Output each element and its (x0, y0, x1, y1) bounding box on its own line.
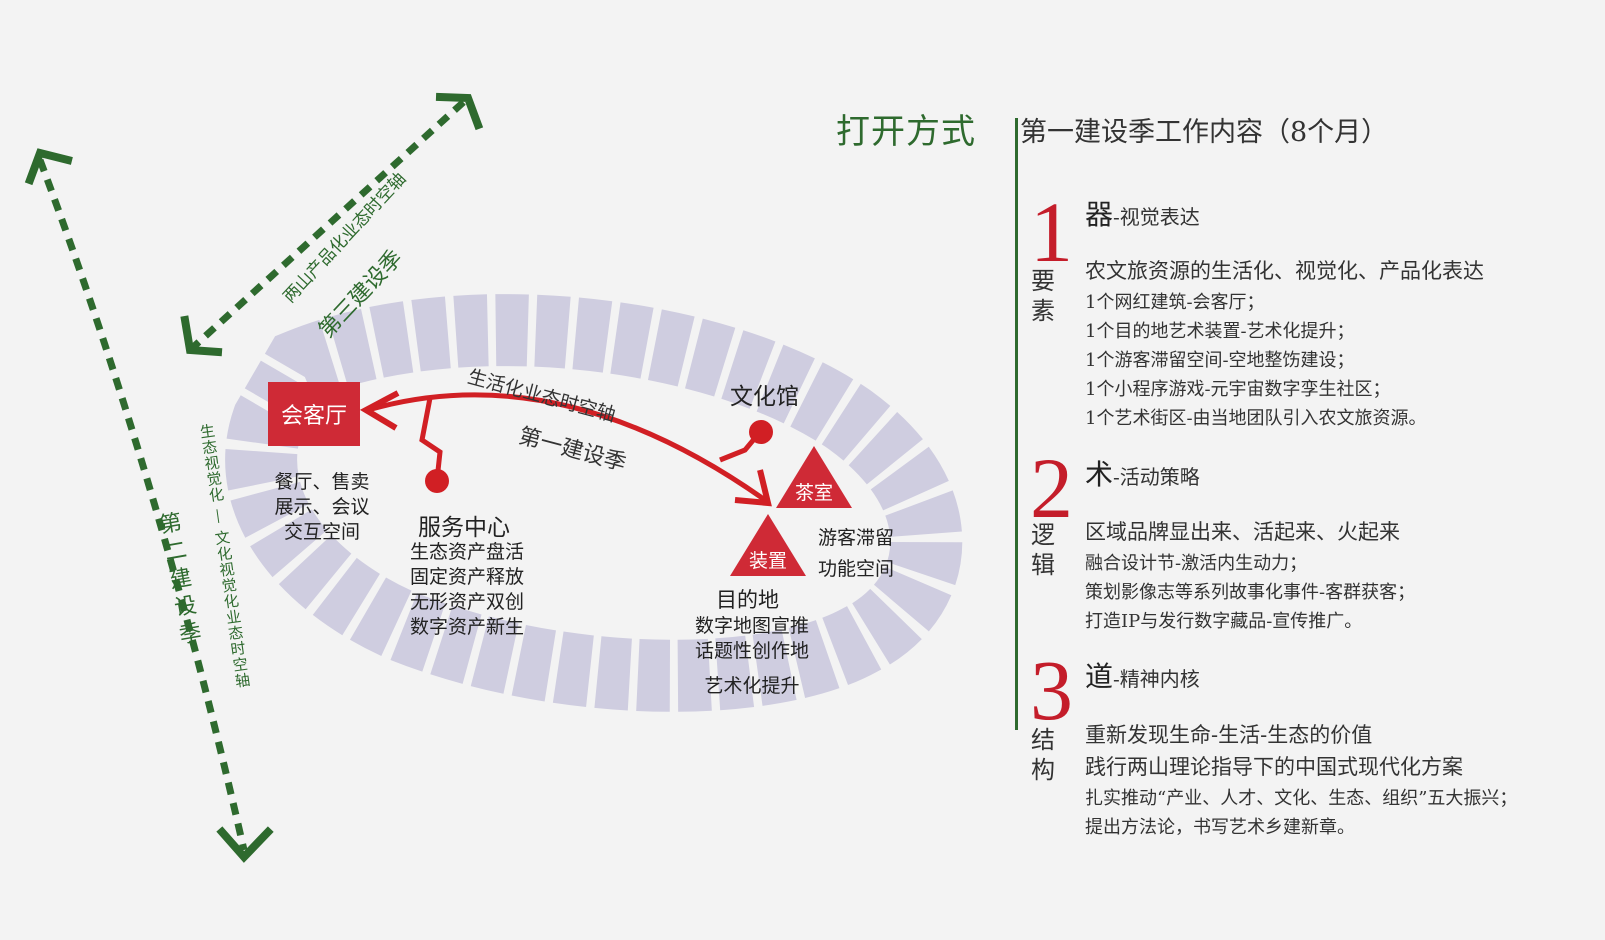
section-lines: 区域品牌显出来、活起来、火起来 融合设计节-激活内生动力； 策划影像志等系列故事… (1085, 517, 1415, 636)
tea-room-line: 功能空间 (818, 558, 895, 580)
tea-room-line: 游客滞留 (818, 527, 895, 549)
reception-line: 展示、会议 (274, 496, 370, 518)
section-lead: 区域品牌显出来、活起来、火起来 (1085, 520, 1400, 544)
reception-hall-label: 会客厅 (280, 404, 347, 429)
section-item: 策划影像志等系列故事化事件-客群获客； (1085, 582, 1416, 603)
service-center-desc: 生态资产盘活 固定资产释放 无形资产双创 数字资产新生 (410, 540, 524, 640)
section-item: 1个网红建筑-会客厅； (1085, 292, 1265, 313)
service-line: 数字资产新生 (410, 616, 525, 638)
installation-triangle (730, 514, 806, 576)
section-title: 道-精神内核 (1085, 655, 1200, 695)
reception-hall-box (268, 382, 360, 446)
third-season-axis (180, 92, 484, 357)
section-number: 1 (1030, 184, 1073, 280)
section-number: 3 (1030, 642, 1073, 738)
section-title-rest: -活动策略 (1113, 465, 1200, 489)
section-number: 2 (1030, 440, 1073, 536)
section-title-main: 器 (1085, 198, 1114, 231)
tea-room-triangle (776, 446, 852, 508)
destination-title: 目的地 (716, 588, 779, 612)
destination-desc: 数字地图宣推 话题性创作地 艺术化提升 (690, 614, 814, 699)
destination-line: 艺术化提升 (704, 675, 800, 697)
section-item: 1个小程序游戏-元宇宙数字孪生社区； (1085, 379, 1391, 400)
title-divider (1015, 118, 1018, 730)
section-item: 融合设计节-激活内生动力； (1085, 553, 1308, 574)
section-lead: 践行两山理论指导下的中国式现代化方案 (1085, 755, 1463, 779)
section-item: 1个目的地艺术装置-艺术化提升； (1085, 321, 1355, 342)
service-line: 生态资产盘活 (410, 541, 525, 563)
tea-room-desc: 游客滞留 功能空间 (818, 523, 894, 585)
service-center-dot (425, 469, 449, 493)
service-line: 固定资产释放 (410, 566, 525, 588)
destination-line: 数字地图宣推 (694, 615, 809, 637)
service-connector (419, 397, 443, 481)
section-item: 1个游客滞留空间-空地整饬建设； (1085, 350, 1355, 371)
service-center-title: 服务中心 (418, 515, 510, 541)
section-title-rest: -精神内核 (1113, 667, 1200, 691)
reception-line: 交互空间 (283, 521, 360, 543)
section-lines: 农文旅资源的生活化、视觉化、产品化表达 1个网红建筑-会客厅； 1个目的地艺术装… (1085, 256, 1484, 433)
installation-label: 装置 (748, 550, 787, 572)
reception-line: 餐厅、售卖 (274, 471, 370, 493)
left-title: 打开方式 (836, 112, 976, 152)
culture-hall-dot (749, 420, 773, 444)
section-lead: 农文旅资源的生活化、视觉化、产品化表达 (1085, 259, 1484, 283)
track-loop (225, 294, 963, 712)
section-side-label: 要素 (1031, 267, 1055, 325)
section-title: 器-视觉表达 (1085, 193, 1200, 233)
second-season-axis (24, 148, 274, 863)
section-title: 术-活动策略 (1085, 453, 1200, 493)
tea-room-label: 茶室 (794, 482, 833, 504)
reception-hall-desc: 餐厅、售卖 展示、会议 交互空间 (272, 470, 372, 545)
right-title: 第一建设季工作内容（8个月） (1020, 117, 1389, 148)
section-item: 打造IP与发行数字藏品-宣传推广。 (1085, 611, 1363, 632)
diagram-canvas (24, 92, 963, 863)
section-lead: 重新发现生命-生活-生态的价值 (1085, 723, 1373, 747)
destination-line: 话题性创作地 (694, 640, 809, 662)
section-lines: 重新发现生命-生活-生态的价值 践行两山理论指导下的中国式现代化方案 扎实推动“… (1085, 720, 1517, 842)
section-side-label: 逻辑 (1031, 521, 1055, 579)
section-title-rest: -视觉表达 (1113, 205, 1200, 229)
section-title-main: 术 (1085, 458, 1114, 491)
culture-hall-label: 文化馆 (730, 384, 799, 410)
section-title-main: 道 (1085, 660, 1114, 693)
section-item: 1个艺术街区-由当地团队引入农文旅资源。 (1085, 408, 1427, 429)
section-item: 提出方法论，书写艺术乡建新章。 (1085, 817, 1355, 838)
service-line: 无形资产双创 (410, 591, 525, 613)
section-side-label: 结构 (1031, 726, 1055, 784)
section-item: 扎实推动“产业、人才、文化、生态、组织”五大振兴； (1085, 788, 1518, 809)
life-axis-arrow (359, 390, 772, 507)
